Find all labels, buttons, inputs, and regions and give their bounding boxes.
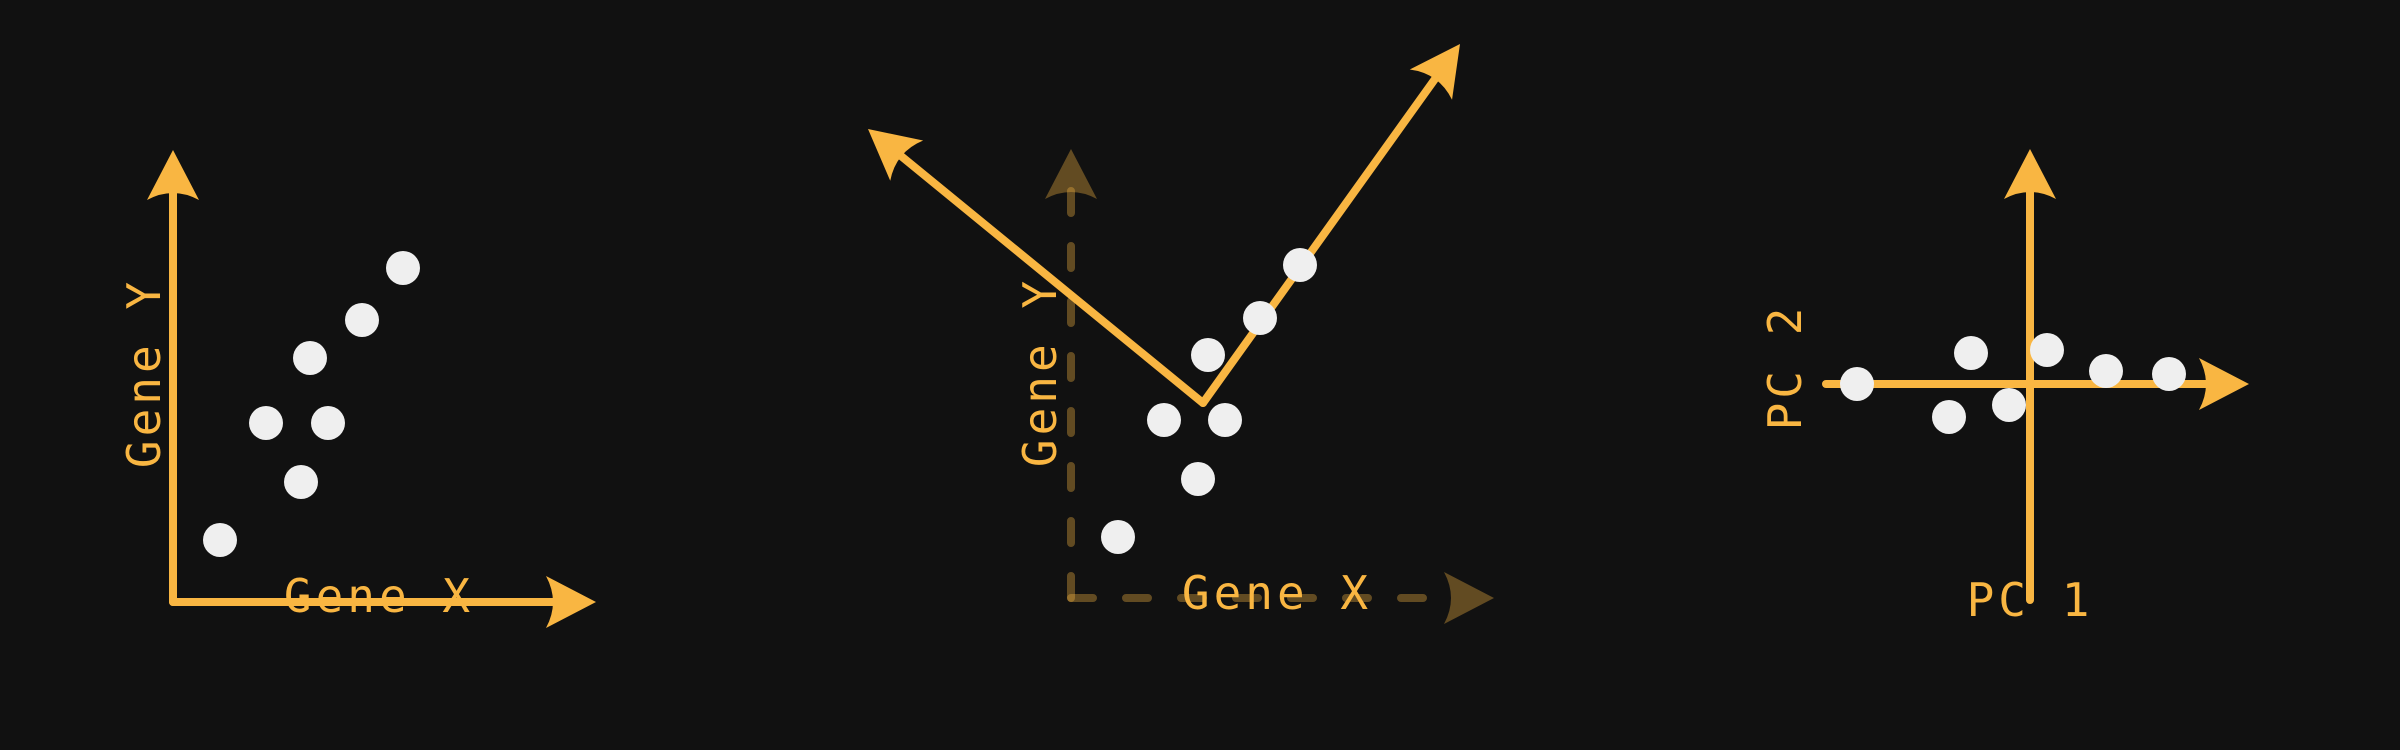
panel-original-axes: Gene X Gene Y bbox=[117, 150, 596, 628]
data-point bbox=[284, 465, 318, 499]
data-point bbox=[1932, 400, 1966, 434]
data-point bbox=[2152, 357, 2186, 391]
data-point bbox=[1147, 403, 1181, 437]
pc1-direction-arrowhead-icon bbox=[1409, 44, 1460, 100]
y-axis-arrowhead-icon bbox=[147, 150, 199, 200]
data-point bbox=[345, 303, 379, 337]
pc2-axis-arrowhead-icon bbox=[2004, 149, 2056, 199]
pc1-axis-label: PC 1 bbox=[1967, 573, 2094, 627]
x-axis-label: Gene X bbox=[1182, 566, 1372, 620]
x-axis-arrowhead-icon bbox=[546, 576, 596, 628]
x-axis-dashed-arrowhead-icon bbox=[1444, 572, 1494, 624]
data-point bbox=[2089, 354, 2123, 388]
data-point bbox=[293, 341, 327, 375]
data-point bbox=[1283, 248, 1317, 282]
data-point bbox=[203, 523, 237, 557]
data-point bbox=[311, 406, 345, 440]
pc2-axis-label: PC 2 bbox=[1758, 304, 1812, 431]
data-point bbox=[1992, 388, 2026, 422]
panel-principal-components: PC 1 PC 2 bbox=[1758, 149, 2249, 627]
data-point bbox=[1181, 462, 1215, 496]
y-axis-label: Gene Y bbox=[1013, 277, 1067, 467]
panel-rotated-axes: Gene X Gene Y bbox=[868, 44, 1494, 624]
data-point bbox=[1954, 336, 1988, 370]
data-point bbox=[249, 406, 283, 440]
pc1-direction bbox=[1199, 72, 1441, 407]
y-axis-dashed-arrowhead-icon bbox=[1045, 149, 1097, 199]
pc2-direction bbox=[894, 150, 1207, 407]
data-point bbox=[386, 251, 420, 285]
data-point bbox=[2030, 333, 2064, 367]
data-point bbox=[1191, 338, 1225, 372]
data-point bbox=[1101, 520, 1135, 554]
data-point bbox=[1243, 301, 1277, 335]
pc2-direction-arrowhead-icon bbox=[868, 129, 924, 181]
x-axis-label: Gene X bbox=[284, 569, 474, 623]
y-axis-label: Gene Y bbox=[117, 278, 171, 468]
data-point bbox=[1840, 367, 1874, 401]
pc1-axis-arrowhead-icon bbox=[2199, 358, 2249, 410]
data-point bbox=[1208, 403, 1242, 437]
